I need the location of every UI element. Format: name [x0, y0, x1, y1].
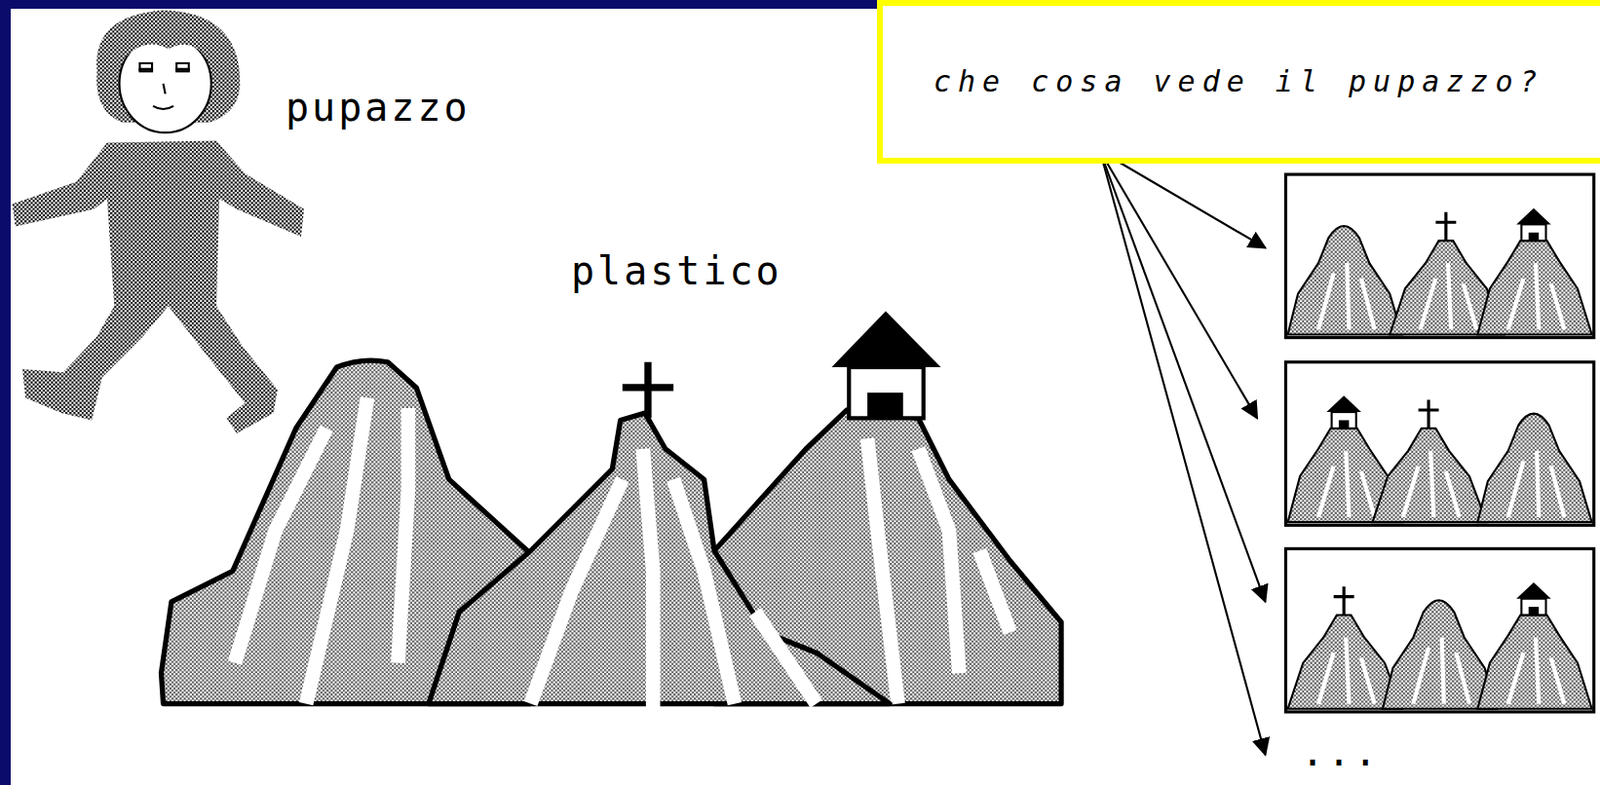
model-label: plastico — [571, 251, 783, 291]
question-box: che cosa vede il pupazzo? — [876, 0, 1600, 164]
choice-pictures — [1285, 174, 1594, 713]
figure-label: pupazzo — [285, 87, 471, 127]
doll-figure — [12, 9, 305, 434]
more-mark: ... — [1300, 732, 1380, 772]
mountain-model — [160, 310, 1062, 735]
question-text: che cosa vede il pupazzo? — [933, 64, 1545, 99]
leader-arrows — [1100, 151, 1266, 756]
